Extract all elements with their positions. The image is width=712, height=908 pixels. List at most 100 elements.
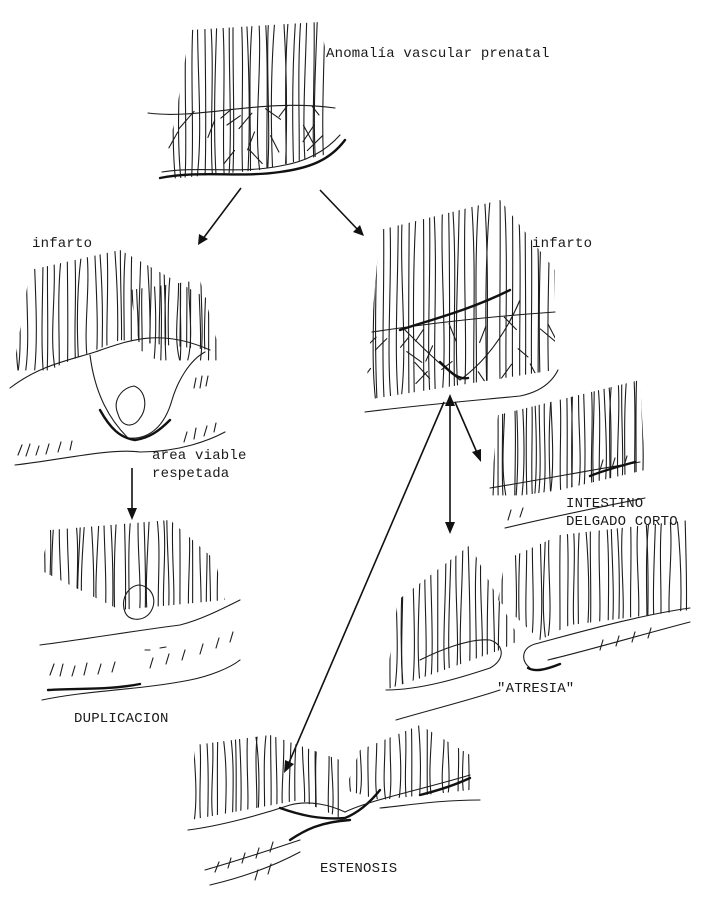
vessel-stroke [165,260,167,360]
vessel-stroke [157,515,160,630]
vessel-stroke [597,375,600,495]
vessel-stroke [456,200,459,405]
vessel-stroke [44,515,45,630]
vessel-stroke [455,720,458,800]
vessel-branch [416,372,427,384]
vessel-stroke [500,200,501,405]
vessel-stroke [526,375,528,495]
vessel-stroke [210,10,213,178]
vessel-stroke [222,730,226,825]
vessel-stroke [26,250,28,370]
vessel-stroke [188,260,191,360]
vessel-stroke [168,250,172,370]
vessel-branch [416,330,424,341]
vessel-stroke [241,10,243,178]
vessel-stroke [468,720,470,800]
vessel-stroke [677,515,681,640]
vessel-stroke [180,515,181,630]
vessel-stroke [282,730,284,825]
vessel-stroke [520,375,524,495]
vessel-stroke [67,250,68,370]
vessel-stroke [636,375,637,495]
vessel-stroke [560,515,561,640]
vessel-stroke [120,250,121,370]
vessel-stroke [616,515,619,640]
vessel-stroke [585,515,589,640]
vessel-stroke [660,515,662,640]
vessel-stroke [180,260,183,360]
vessel-stroke [314,10,317,178]
vessel-stroke [396,200,398,405]
vessel-stroke [199,730,201,825]
vessel-stroke [543,515,545,640]
vessel-stroke [86,250,89,370]
vessel-stroke [641,375,643,495]
vessel-stroke [100,250,103,370]
vessel-stroke [349,720,352,800]
vessel-stroke [75,515,78,630]
infarct-left-sketch [10,250,225,465]
vessel-stroke [146,515,149,630]
vessel-stroke [384,720,386,800]
vessel-stroke [136,260,139,360]
vessel-stroke [418,720,420,800]
vessel-stroke [389,200,391,405]
vessel-stroke [412,540,414,690]
arrow-left-down [127,468,137,520]
vessel-stroke [316,730,319,825]
vessel-stroke [476,200,479,405]
vessel-branch [365,337,376,348]
vessel-stroke [256,730,258,825]
vessel-stroke [418,540,421,690]
vessel-stroke [383,200,384,405]
vessel-stroke [16,250,18,370]
vessel-stroke [539,200,543,405]
vessel-stroke [197,10,200,178]
vessel-stroke [215,10,218,178]
vessel-stroke [460,540,463,690]
vessel-stroke [81,515,85,630]
vessel-stroke [67,515,69,630]
vessel-stroke [159,250,161,370]
vessel-stroke [173,10,175,178]
vessel-stroke [271,10,275,178]
vessel-stroke [323,10,325,178]
vessel-stroke [505,540,506,690]
vessel-stroke [257,10,260,178]
vessel-stroke [621,375,623,495]
vessel-stroke [91,515,94,630]
vessel-stroke [429,200,431,405]
vessel-stroke [375,720,377,800]
arrow-top-to-left [198,188,241,245]
vessel-stroke [186,250,187,370]
vessel-stroke [129,515,131,630]
vessel-stroke [217,515,219,630]
vessel-stroke [110,515,113,630]
vessel-stroke [583,375,585,495]
vessel-stroke [578,515,580,640]
vessel-stroke [598,515,600,640]
vessel-stroke [209,260,210,360]
vessel-stroke [104,515,106,630]
vessel-stroke [188,515,190,630]
vessel-stroke [299,10,302,178]
vessel-stroke [205,10,206,178]
vessel-stroke [441,200,444,405]
vessel-stroke [513,375,516,495]
vessel-stroke [514,515,516,640]
vessel-stroke [395,540,398,690]
vessel-branch [361,369,371,382]
vessel-stroke [115,250,118,370]
vessel-stroke [409,200,410,405]
vessel-stroke [634,375,635,495]
vessel-stroke [433,200,436,405]
vessel-stroke [502,515,506,640]
vessel-stroke [400,200,403,405]
vessel-stroke [539,375,541,495]
vessel-stroke [463,720,465,800]
vessel-stroke [423,200,424,405]
vessel-stroke [618,375,620,495]
vessel-stroke [177,260,180,360]
vessel-stroke [430,720,432,800]
